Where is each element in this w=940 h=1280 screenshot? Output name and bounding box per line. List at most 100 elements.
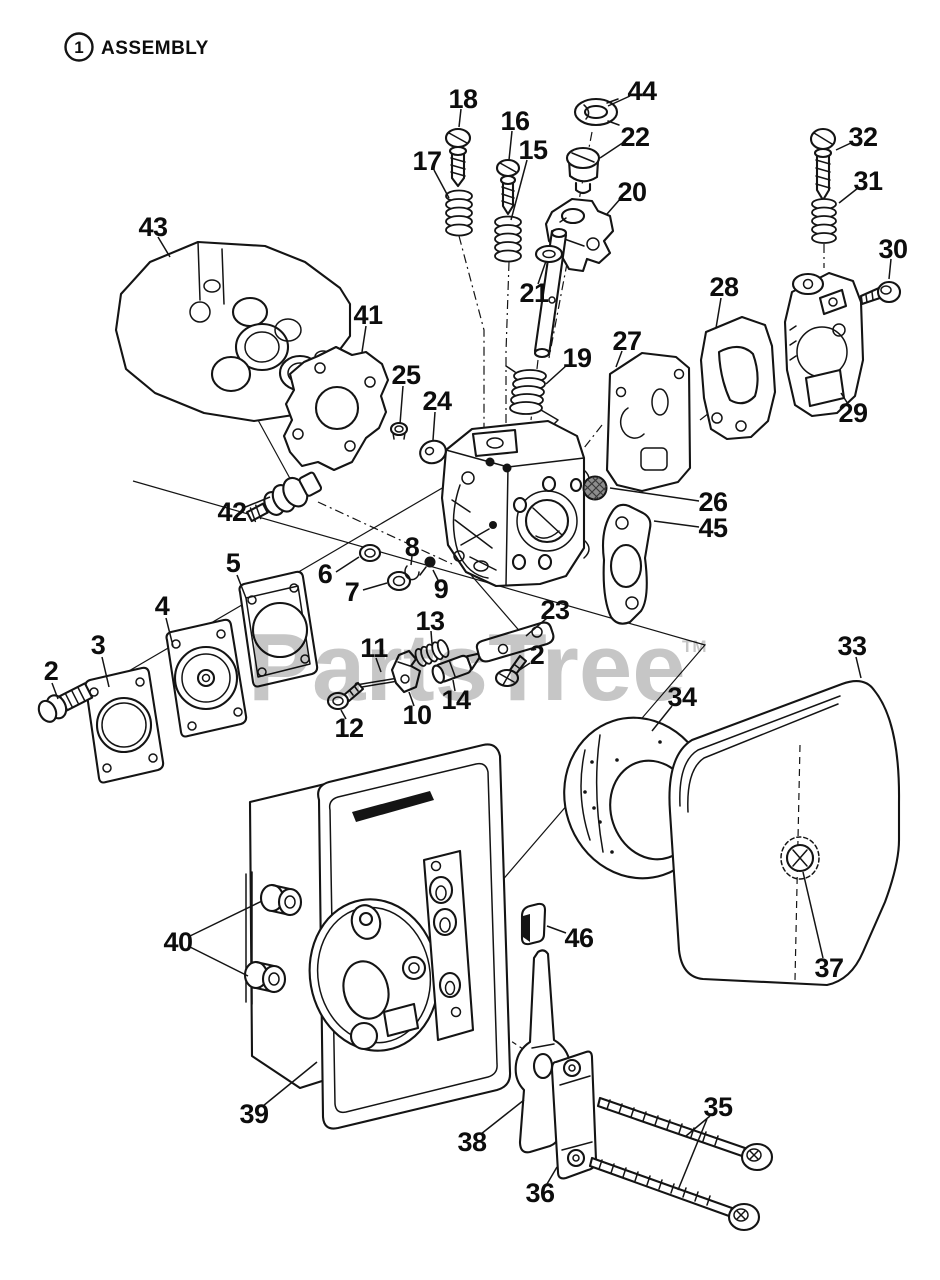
leader-line-28 xyxy=(715,297,722,329)
callout-3[interactable]: 3 xyxy=(91,630,107,660)
callout-16[interactable]: 16 xyxy=(500,106,530,136)
leader-line-10 xyxy=(408,691,415,707)
callout-7[interactable]: 7 xyxy=(345,577,360,607)
leader-line-44 xyxy=(607,95,631,107)
leader-line-2 xyxy=(517,662,531,672)
callout-25[interactable]: 25 xyxy=(391,360,421,390)
leader-line-3 xyxy=(101,656,110,688)
leader-line-26 xyxy=(609,487,700,502)
callout-13[interactable]: 13 xyxy=(415,606,445,636)
callout-22[interactable]: 22 xyxy=(620,122,650,152)
leader-line-5 xyxy=(236,574,247,599)
callout-27[interactable]: 27 xyxy=(612,326,642,356)
part-5-plate xyxy=(238,570,319,688)
callout-18[interactable]: 18 xyxy=(448,84,478,114)
part-32-screw xyxy=(809,127,837,202)
title-number: 1 xyxy=(74,38,83,57)
callout-32[interactable]: 32 xyxy=(848,122,878,152)
part-41-gasket xyxy=(282,345,390,472)
leader-line-6 xyxy=(335,556,360,573)
callout-35[interactable]: 35 xyxy=(703,1092,733,1122)
leader-line-18 xyxy=(458,108,462,128)
callout-26[interactable]: 26 xyxy=(698,487,728,517)
callout-24[interactable]: 24 xyxy=(422,386,452,416)
leader-line-9 xyxy=(432,569,439,581)
part-26-screen xyxy=(582,475,608,501)
callout-20[interactable]: 20 xyxy=(617,177,647,207)
part-9-valve xyxy=(419,556,436,576)
part-33-filter-cover xyxy=(668,680,901,987)
part-18-screw xyxy=(444,127,472,188)
callout-45[interactable]: 45 xyxy=(698,513,728,543)
leader-line-25 xyxy=(399,385,404,425)
leader-line-23 xyxy=(525,617,548,637)
leader-line-13 xyxy=(430,630,433,645)
leader-line-39 xyxy=(262,1061,318,1107)
callout-15[interactable]: 15 xyxy=(518,135,548,165)
carburetor-body xyxy=(440,419,590,588)
callout-33[interactable]: 33 xyxy=(837,631,867,661)
part-14-needle xyxy=(431,651,484,684)
part-29-plate xyxy=(783,271,865,418)
callout-43[interactable]: 43 xyxy=(138,212,168,242)
leader-line-22 xyxy=(599,141,625,159)
callout-10[interactable]: 10 xyxy=(402,700,432,730)
callout-5[interactable]: 5 xyxy=(226,548,242,578)
callout-30[interactable]: 30 xyxy=(878,234,908,264)
leader-line-20 xyxy=(606,197,622,215)
callout-11[interactable]: 11 xyxy=(360,633,389,663)
callout-4[interactable]: 4 xyxy=(155,591,171,621)
leader-line-12 xyxy=(340,709,347,720)
callout-19[interactable]: 19 xyxy=(562,343,592,373)
leader-line-41 xyxy=(361,325,367,353)
watermark-tm: TM xyxy=(682,637,707,656)
callout-44[interactable]: 44 xyxy=(627,76,657,106)
leader-line-7 xyxy=(362,582,388,591)
leader-line-32 xyxy=(835,141,854,151)
leader-line-11 xyxy=(375,657,382,673)
part-40-grommets xyxy=(243,883,303,994)
callout-39[interactable]: 39 xyxy=(239,1099,269,1129)
callout-28[interactable]: 28 xyxy=(709,272,739,302)
part-22-nut xyxy=(565,146,601,195)
callout-8[interactable]: 8 xyxy=(405,532,421,562)
part-7-cup xyxy=(386,570,412,592)
part-27-plate xyxy=(605,351,692,493)
title-number-circle xyxy=(64,32,94,62)
leader-line-14 xyxy=(452,679,456,692)
callout-40[interactable]: 40 xyxy=(163,927,193,957)
callout-29[interactable]: 29 xyxy=(838,398,868,428)
callout-21[interactable]: 21 xyxy=(519,278,549,308)
part-10-lever xyxy=(390,649,422,694)
leader-line-37 xyxy=(802,871,824,959)
callout-42[interactable]: 42 xyxy=(217,497,247,527)
callout-2[interactable]: 2 xyxy=(44,656,59,686)
part-3-cover-plate xyxy=(84,666,165,784)
part-2-screw-right xyxy=(494,654,528,688)
leader-line-42 xyxy=(242,496,271,509)
part-4-diaphragm xyxy=(165,618,248,738)
part-44-clamp xyxy=(573,97,620,127)
part-8-clip xyxy=(404,565,420,581)
callout-14[interactable]: 14 xyxy=(441,685,471,715)
callout-37[interactable]: 37 xyxy=(814,953,844,983)
leader-line-35 xyxy=(677,1118,708,1191)
callout-38[interactable]: 38 xyxy=(457,1127,487,1157)
callout-23[interactable]: 23 xyxy=(540,595,570,625)
callout-34[interactable]: 34 xyxy=(667,682,697,712)
callout-41[interactable]: 41 xyxy=(353,300,383,330)
callout-31[interactable]: 31 xyxy=(853,166,883,196)
callout-17[interactable]: 17 xyxy=(412,146,442,176)
part-17-spring xyxy=(445,189,473,237)
callout-9[interactable]: 9 xyxy=(434,574,450,604)
leader-line-46 xyxy=(546,925,567,934)
diagram-title: 1 ASSEMBLY xyxy=(64,32,208,62)
callout-6[interactable]: 6 xyxy=(318,559,334,589)
callout-36[interactable]: 36 xyxy=(525,1178,555,1208)
callout-46[interactable]: 46 xyxy=(564,923,594,953)
callout-12[interactable]: 12 xyxy=(334,713,364,743)
part-24-disc xyxy=(419,439,447,465)
callout-2[interactable]: 2 xyxy=(530,640,545,670)
part-28-gasket xyxy=(699,315,777,441)
